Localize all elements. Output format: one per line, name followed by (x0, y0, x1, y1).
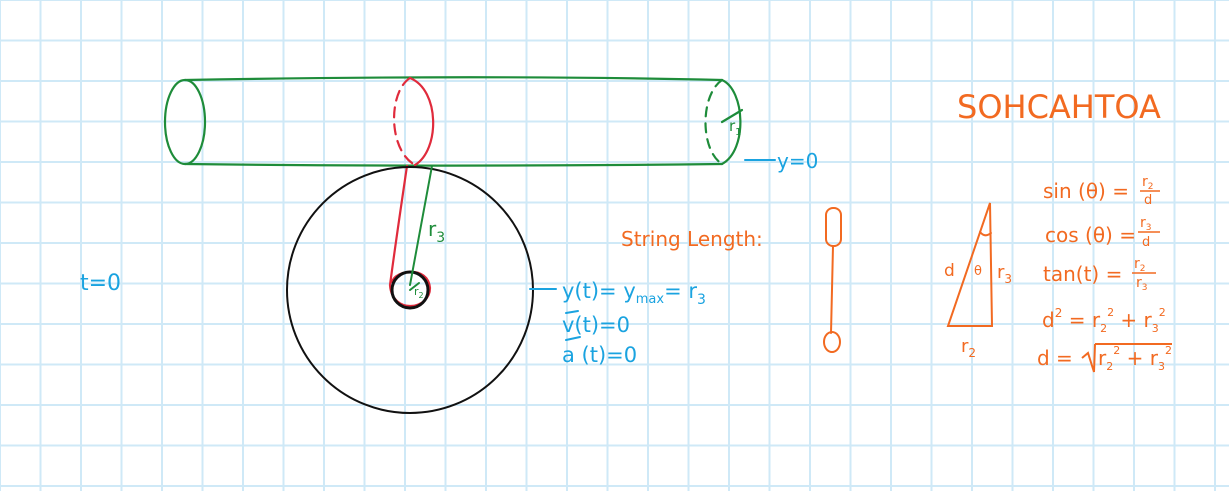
red-ellipse-front (408, 76, 435, 167)
r2-label: r2 (414, 285, 424, 300)
cylinder-top-edge (183, 76, 724, 82)
string-length-label: String Length: (621, 227, 763, 251)
velocity-condition: v(t)=0 (562, 313, 630, 337)
d-squared-equation: d2 = r22 + r32 (1042, 297, 1166, 335)
cos-numerator: r3 (1140, 215, 1152, 233)
d-equation-lhs: d = (1037, 346, 1073, 370)
blue-leaders (529, 159, 776, 341)
a-arrow (565, 336, 581, 341)
angle-arc (979, 231, 992, 237)
string-line (830, 245, 834, 334)
sin-denominator: d (1144, 193, 1152, 208)
cos-denominator: d (1142, 235, 1150, 250)
triangle-sides (946, 202, 994, 327)
acceleration-condition: a (t)=0 (562, 343, 637, 367)
d-sqrt-contents: r22 + r32 (1098, 335, 1172, 373)
string-sketch (823, 207, 842, 353)
hub-circle (390, 270, 430, 310)
triangle-hyp-label: d (944, 261, 955, 281)
cylinder-bottom-edge (183, 162, 724, 167)
red-string (388, 164, 409, 287)
ymax-condition: y(t)= ymax= r3 (562, 279, 706, 308)
triangle-vert-label: r3 (997, 262, 1012, 286)
y-zero-label: y=0 (777, 149, 818, 173)
r2-radius-line (409, 282, 420, 291)
sin-equation-lhs: sin (θ) = (1043, 179, 1129, 203)
right-triangle (946, 202, 994, 327)
r1-label: r1 (729, 117, 742, 138)
cylinder-right-end-back (704, 78, 724, 166)
tan-equation-lhs: tan(t) = (1043, 262, 1122, 286)
sohcahtoa-mnemonic: SOHCAHTOA (957, 88, 1161, 126)
sqrt-sign (1081, 343, 1096, 373)
v-arrow (565, 310, 579, 314)
string-top-loop (825, 207, 842, 247)
sin-numerator: r2 (1142, 174, 1154, 192)
tan-numerator: r2 (1134, 256, 1146, 274)
cylinder (163, 76, 744, 167)
r1-radius-line (720, 108, 744, 124)
cos-equation-lhs: cos (θ) = (1045, 223, 1136, 247)
r3-radius-line (409, 165, 433, 286)
string-bottom-loop (823, 331, 841, 353)
triangle-base-label: r2 (961, 336, 976, 360)
t-zero-label: t=0 (80, 271, 121, 296)
r3-label: r3 (428, 217, 445, 246)
triangle-angle-label: θ (974, 264, 982, 279)
red-ellipse-back (393, 76, 417, 167)
cylinder-right-end-front (720, 78, 742, 166)
green-radii (409, 165, 433, 291)
tan-denominator: r3 (1136, 275, 1148, 293)
